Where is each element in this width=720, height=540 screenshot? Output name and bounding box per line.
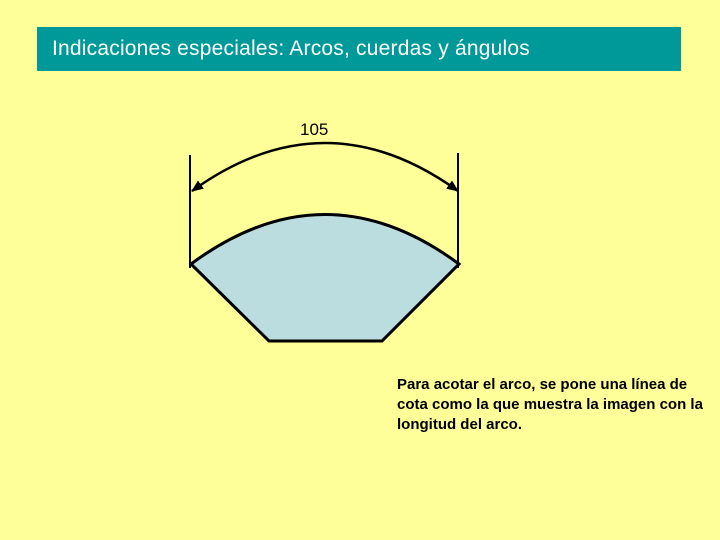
dimension-arc bbox=[191, 141, 459, 193]
arc-shape bbox=[188, 213, 462, 343]
slide-title: Indicaciones especiales: Arcos, cuerdas … bbox=[52, 37, 530, 60]
title-bar: Indicaciones especiales: Arcos, cuerdas … bbox=[37, 27, 681, 71]
caption-text: Para acotar el arco, se pone una línea d… bbox=[397, 376, 703, 433]
dimension-value: 105 bbox=[300, 120, 328, 139]
